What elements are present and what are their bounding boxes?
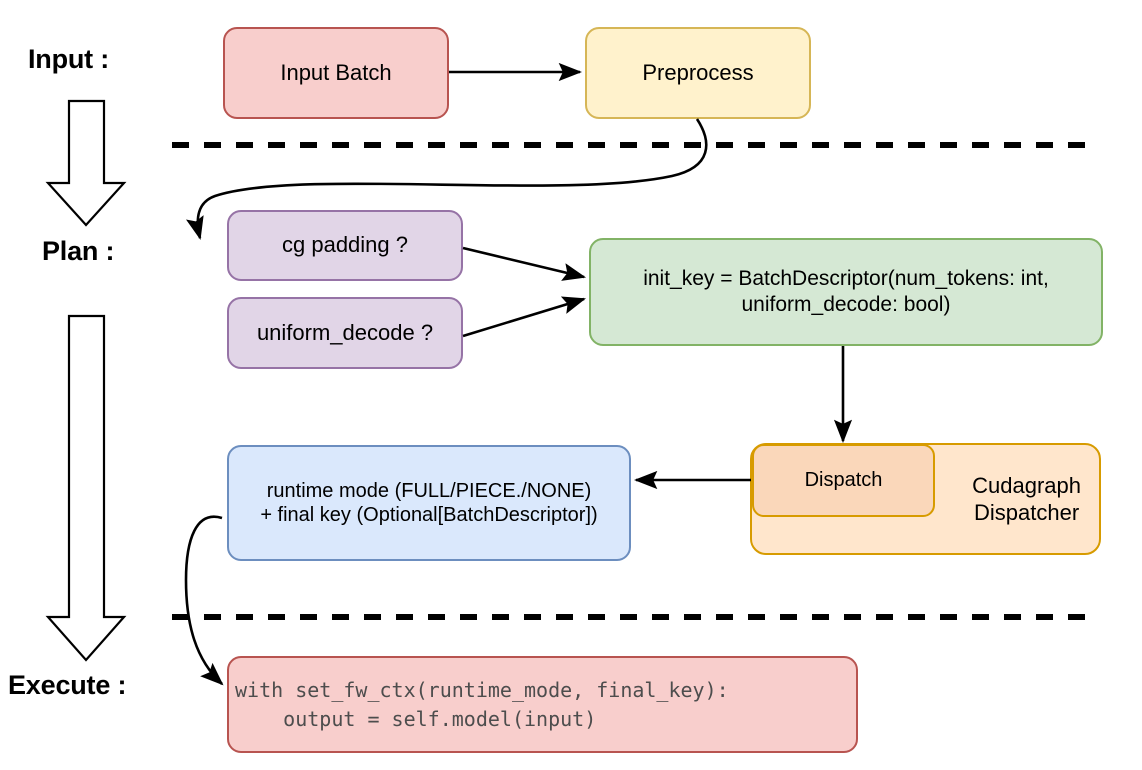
lane-label-plan: Plan :	[42, 236, 115, 266]
node-runtime-mode[interactable]: runtime mode (FULL/PIECE./NONE) + final …	[227, 445, 631, 561]
node-init-key-label: init_key = BatchDescriptor(num_tokens: i…	[643, 267, 1049, 316]
node-init-key[interactable]: init_key = BatchDescriptor(num_tokens: i…	[589, 238, 1103, 346]
node-uniform-decode-label: uniform_decode ?	[256, 319, 434, 345]
node-cudagraph-dispatcher-label: Cudagraph Dispatcher	[972, 472, 1081, 526]
lane-label-input: Input :	[28, 44, 110, 74]
node-dispatch-label: Dispatch	[804, 469, 883, 492]
node-input-batch[interactable]: Input Batch	[223, 27, 449, 119]
node-preprocess[interactable]: Preprocess	[585, 27, 811, 119]
stage-arrow-input-to-plan	[45, 99, 127, 227]
node-cg-padding-label: cg padding ?	[282, 232, 408, 258]
node-preprocess-label: Preprocess	[642, 59, 754, 85]
edge-uniform-decode-to-init-key	[462, 296, 586, 338]
node-dispatch[interactable]: Dispatch	[752, 444, 935, 517]
node-execute-code-block[interactable]: with set_fw_ctx(runtime_mode, final_key)…	[227, 656, 858, 753]
edge-runtime-mode-to-code	[184, 515, 224, 686]
edge-cg-padding-to-init-key	[462, 246, 587, 281]
lane-label-execute: Execute :	[8, 670, 127, 700]
stage-arrow-plan-to-execute	[45, 314, 127, 662]
node-cg-padding[interactable]: cg padding ?	[227, 210, 463, 281]
node-runtime-mode-label: runtime mode (FULL/PIECE./NONE) + final …	[260, 479, 598, 526]
node-input-batch-label: Input Batch	[280, 59, 392, 85]
node-uniform-decode[interactable]: uniform_decode ?	[227, 297, 463, 369]
node-execute-code-label: with set_fw_ctx(runtime_mode, final_key)…	[235, 677, 729, 731]
